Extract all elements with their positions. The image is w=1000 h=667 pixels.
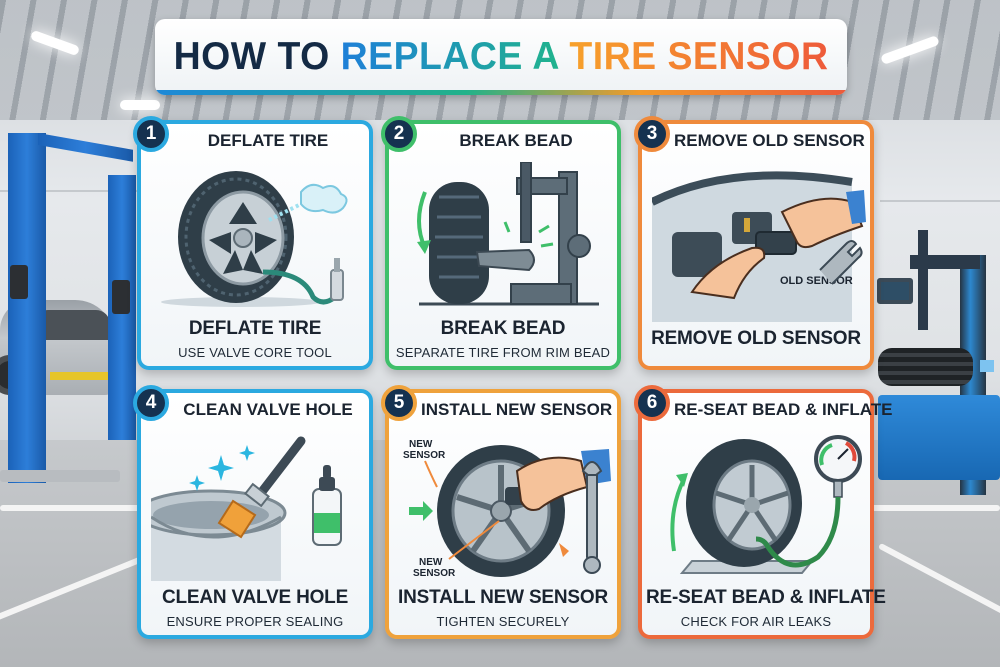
step-title: BREAK BEAD <box>459 131 573 150</box>
floor-stripe <box>0 505 140 511</box>
step-title: REMOVE OLD SENSOR <box>674 131 865 150</box>
wall-line <box>880 200 1000 202</box>
lift-base-arm <box>0 470 120 482</box>
bead-breaker-icon <box>399 162 607 312</box>
lift-control-box <box>112 280 130 314</box>
step-caption: DEFLATE TIRE <box>188 318 322 339</box>
step-number-badge: 5 <box>381 385 417 421</box>
deflating-tire-icon <box>151 162 359 312</box>
floor-stripe <box>870 505 1000 511</box>
step-caption: CLEAN VALVE HOLE <box>161 587 349 608</box>
lift-crossbar <box>38 133 133 162</box>
warning-sticker <box>980 360 994 372</box>
step-subtitle: USE VALVE CORE TOOL <box>178 345 332 360</box>
svg-text:OLD SENSOR: OLD SENSOR <box>780 275 853 287</box>
step-card-6: 6 RE-SEAT BEAD & INFLATE RE-SEAT BEAD & … <box>634 385 893 639</box>
title-banner: HOW TO REPLACE A TIRE SENSOR <box>155 19 847 95</box>
step-caption: INSTALL NEW SENSOR <box>398 587 608 608</box>
step-subtitle: TIGHTEN SECURELY <box>436 614 570 629</box>
step-subtitle: ENSURE PROPER SEALING <box>166 614 344 629</box>
step-number-badge: 6 <box>634 385 670 421</box>
step-title: RE-SEAT BEAD & INFLATE <box>674 400 893 419</box>
step-caption: REMOVE OLD SENSOR <box>651 328 861 349</box>
step-number-badge: 1 <box>133 116 169 152</box>
step-title: INSTALL NEW SENSOR <box>421 400 613 419</box>
title-part-2: REPLACE A <box>340 35 570 78</box>
step-caption: RE-SEAT BEAD & INFLATE <box>646 587 886 608</box>
tire-changer-shaft <box>918 230 928 330</box>
step-subtitle: CHECK FOR AIR LEAKS <box>680 614 832 629</box>
step-card-3: 3 REMOVE OLD SENSOR OLD SENSOR REMOVE OL… <box>634 116 874 370</box>
step-number-badge: 2 <box>381 116 417 152</box>
lift-post-left <box>8 133 46 483</box>
tire-on-changer <box>878 348 973 386</box>
step-number-badge: 4 <box>133 385 169 421</box>
step-subtitle: SEPARATE TIRE FROM RIM BEAD <box>395 345 611 360</box>
monitor <box>877 278 913 304</box>
step-title: CLEAN VALVE HOLE <box>183 400 353 419</box>
title-part-3: TIRE SENSOR <box>569 35 829 78</box>
step-caption: BREAK BEAD <box>440 318 566 339</box>
tire-changer-base <box>878 395 1000 480</box>
ceiling-light <box>120 100 160 110</box>
brush-cleaning-rim-icon <box>151 431 359 581</box>
lift-control-box <box>10 265 28 299</box>
step-number-badge: 3 <box>634 116 670 152</box>
page-title: HOW TO REPLACE A TIRE SENSOR <box>174 35 829 79</box>
step-card-1: 1 DEFLATE TIRE DEFLATE TIRE USE VALVE CO… <box>133 116 373 370</box>
step-card-2: 2 BREAK BEAD BREAK BEAD SEPARATE TIRE FR… <box>381 116 621 370</box>
step-card-4: 4 CLEAN VALVE HOLE CLEAN VALVE HOLE ENSU… <box>133 385 373 639</box>
lift-arm <box>50 372 120 380</box>
title-part-1: HOW TO <box>173 35 341 78</box>
hands-removing-sensor-icon: OLD SENSOR <box>652 162 866 322</box>
step-title: DEFLATE TIRE <box>207 131 329 150</box>
tire-inflation-gauge-icon <box>652 431 862 581</box>
wall-line <box>0 190 140 192</box>
